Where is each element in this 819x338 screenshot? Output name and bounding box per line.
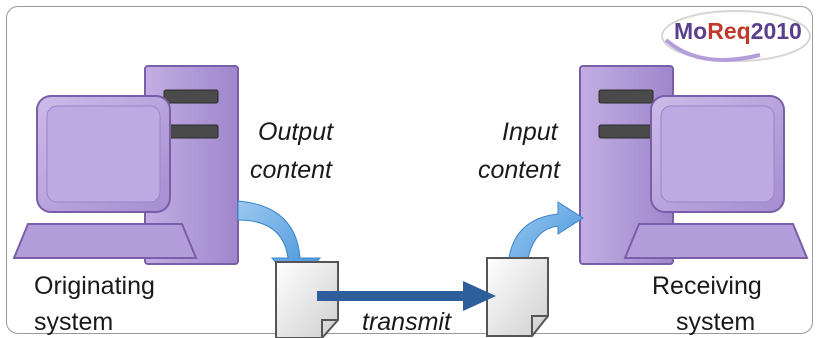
receiving-computer-icon (579, 65, 809, 265)
output-label: Output (258, 118, 334, 146)
originating-label: Originating (34, 272, 155, 300)
transmit-label: transmit (362, 308, 451, 336)
receiving-label-line2: system (676, 308, 756, 336)
input-label-line2: content (478, 156, 561, 184)
document-right-icon (486, 257, 549, 337)
originating-computer-icon (12, 65, 239, 265)
output-label-line2: content (250, 156, 333, 184)
logo-text: MoReq2010 (674, 18, 802, 45)
transmit-arrow-icon (317, 281, 496, 311)
logo-text-req: Req (707, 18, 751, 44)
receiving-label: Receiving (652, 272, 762, 300)
originating-label-line2: system (34, 308, 114, 336)
input-label: Input (502, 118, 558, 146)
logo-badge (661, 10, 811, 62)
logo-text-year: 2010 (750, 18, 802, 44)
logo-text-mo: Mo (674, 18, 708, 44)
document-left-icon (275, 261, 339, 338)
